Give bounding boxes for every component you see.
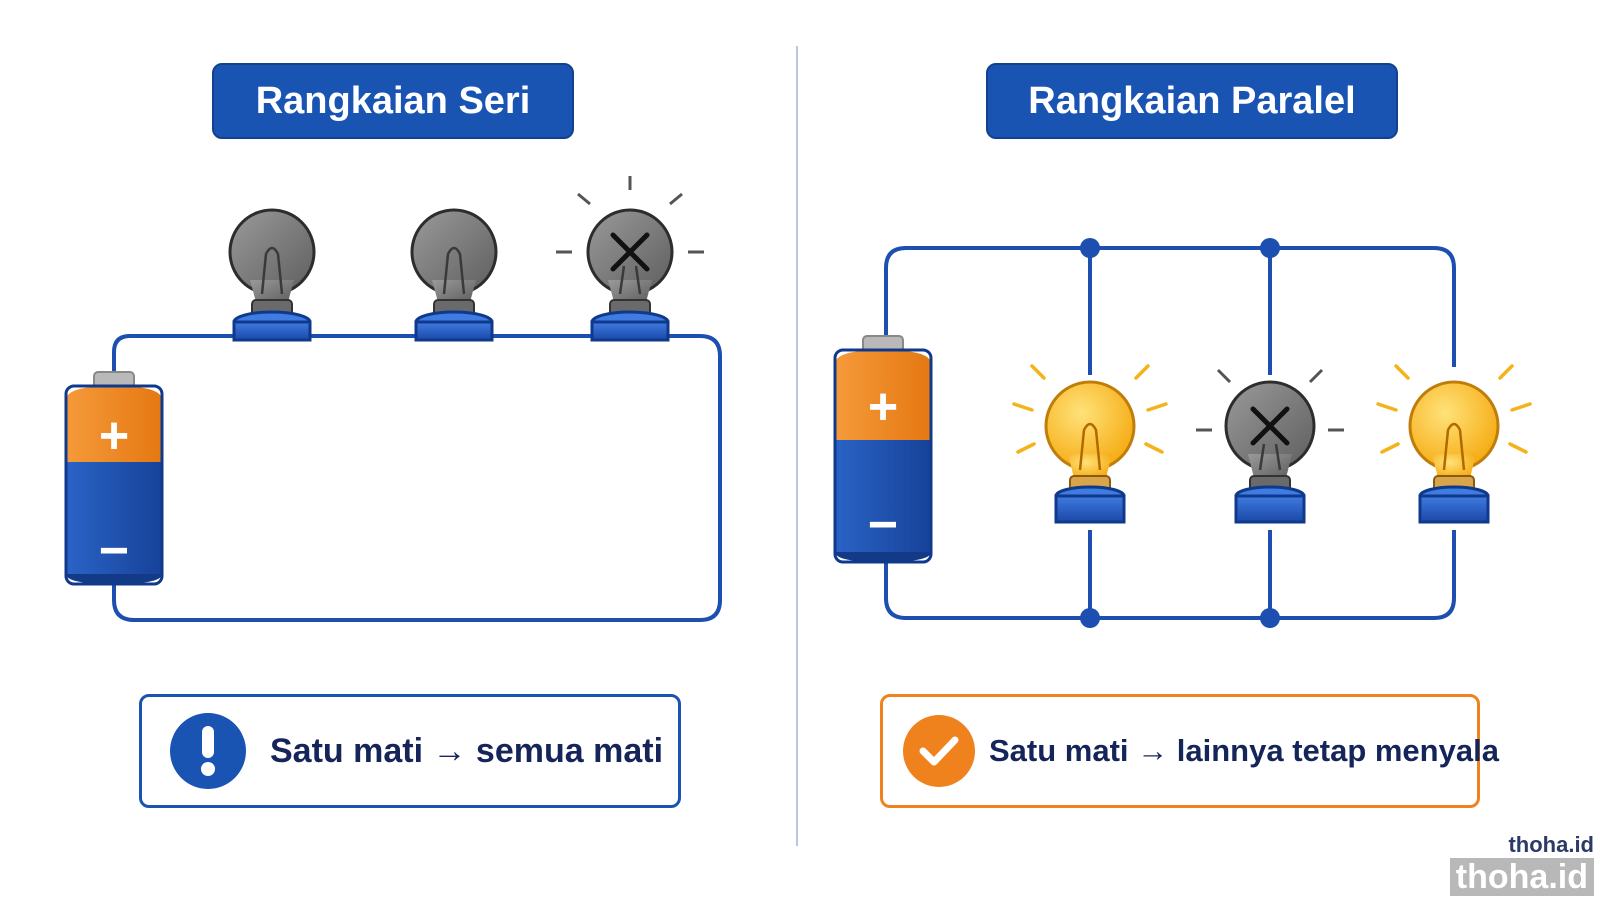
series-note-text: Satu mati → semua mati: [270, 731, 664, 770]
parallel-title: Rangkaian Paralel: [986, 63, 1398, 139]
cross-icon: [610, 232, 650, 272]
cross-icon: [1250, 406, 1290, 446]
series-battery-plus: +: [99, 407, 129, 465]
parallel-circuit: [833, 238, 1532, 628]
exclamation-icon: [170, 713, 246, 789]
watermark-line-2: thoha.id: [1449, 858, 1594, 896]
series-battery: [64, 371, 164, 586]
parallel-battery-plus: +: [868, 378, 898, 436]
series-title: Rangkaian Seri: [212, 63, 574, 139]
parallel-junctions: [1080, 238, 1280, 628]
watermark-line-1: thoha.id: [1508, 832, 1594, 857]
parallel-branch-wires: [1088, 248, 1272, 618]
series-bulb-2: [410, 208, 498, 342]
series-bulb-1: [228, 208, 316, 342]
parallel-bulb-3-on: [1376, 364, 1532, 524]
parallel-bulb-1-on: [1012, 364, 1168, 524]
series-bulb-3-broken: [556, 176, 704, 342]
parallel-note: Satu mati → lainnya tetap menyala: [880, 694, 1499, 808]
parallel-note-text: Satu mati → lainnya tetap menyala: [989, 733, 1499, 768]
series-wire: [112, 334, 722, 622]
parallel-battery-minus: −: [868, 496, 898, 554]
panel-divider: [796, 46, 798, 846]
watermark: thoha.id thoha.id: [1449, 832, 1594, 896]
series-note: Satu mati → semua mati: [139, 694, 681, 808]
series-circuit: [64, 176, 722, 622]
series-battery-minus: −: [99, 522, 129, 580]
parallel-wire-frame: [884, 246, 1456, 620]
parallel-bulb-2-broken: [1196, 368, 1344, 524]
parallel-battery: [833, 335, 933, 564]
checkmark-icon: [903, 715, 975, 787]
